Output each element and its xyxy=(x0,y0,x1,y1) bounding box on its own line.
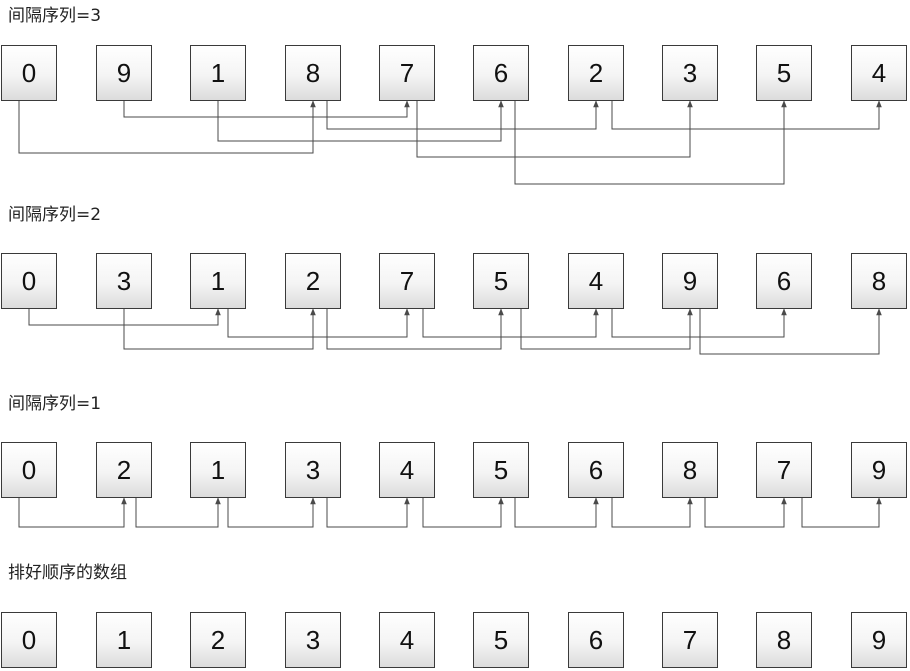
swap-connector xyxy=(611,308,787,338)
array-cell: 7 xyxy=(756,442,812,498)
swap-connector xyxy=(611,100,882,130)
array-cell: 2 xyxy=(96,442,152,498)
swap-connector xyxy=(422,497,504,528)
array-cell: 5 xyxy=(473,442,529,498)
swap-connector xyxy=(514,100,787,185)
array-cell: 2 xyxy=(190,612,246,668)
array-cell: 2 xyxy=(285,253,341,309)
array-cell: 5 xyxy=(473,612,529,668)
swap-connector xyxy=(135,497,221,528)
array-cell: 7 xyxy=(379,45,435,101)
array-cell: 9 xyxy=(662,253,718,309)
array-cell: 6 xyxy=(568,442,624,498)
swap-connector xyxy=(611,497,693,528)
swap-connector xyxy=(227,308,410,338)
swap-connector xyxy=(704,497,787,528)
array-cell: 0 xyxy=(1,253,57,309)
array-cell: 6 xyxy=(756,253,812,309)
array-cell: 4 xyxy=(568,253,624,309)
array-cell: 4 xyxy=(851,45,907,101)
array-cell: 1 xyxy=(96,612,152,668)
array-cell: 8 xyxy=(851,253,907,309)
swap-connector xyxy=(514,497,599,528)
swap-connector xyxy=(801,497,882,528)
array-cell: 0 xyxy=(1,45,57,101)
swap-connector xyxy=(18,100,316,154)
array-cell: 5 xyxy=(756,45,812,101)
array-cell: 7 xyxy=(379,253,435,309)
array-cell: 7 xyxy=(662,612,718,668)
array-cell: 2 xyxy=(568,45,624,101)
swap-connector xyxy=(520,308,693,350)
array-cell: 1 xyxy=(190,253,246,309)
stage-1-title: 间隔序列=3 xyxy=(8,6,102,26)
stage-4-title: 排好顺序的数组 xyxy=(8,563,127,583)
array-cell: 9 xyxy=(851,612,907,668)
array-cell: 0 xyxy=(1,612,57,668)
array-cell: 8 xyxy=(756,612,812,668)
swap-connector xyxy=(699,308,882,355)
array-cell: 0 xyxy=(1,442,57,498)
swap-connector xyxy=(326,308,504,350)
array-cell: 9 xyxy=(96,45,152,101)
swap-connector xyxy=(123,308,316,350)
swap-connector xyxy=(326,100,599,130)
array-cell: 1 xyxy=(190,45,246,101)
array-cell: 4 xyxy=(379,612,435,668)
array-cell: 9 xyxy=(851,442,907,498)
swap-connector xyxy=(326,497,410,528)
array-cell: 6 xyxy=(473,45,529,101)
swap-connector xyxy=(217,100,504,142)
array-cell: 6 xyxy=(568,612,624,668)
array-cell: 8 xyxy=(285,45,341,101)
swap-connector xyxy=(18,497,127,528)
swap-connector xyxy=(227,497,316,528)
array-cell: 8 xyxy=(662,442,718,498)
array-cell: 3 xyxy=(96,253,152,309)
swap-connector xyxy=(123,100,410,118)
swap-connector xyxy=(422,308,599,338)
array-cell: 3 xyxy=(662,45,718,101)
stage-3-title: 间隔序列=1 xyxy=(8,394,102,414)
array-cell: 3 xyxy=(285,612,341,668)
stage-2-title: 间隔序列=2 xyxy=(8,205,102,225)
